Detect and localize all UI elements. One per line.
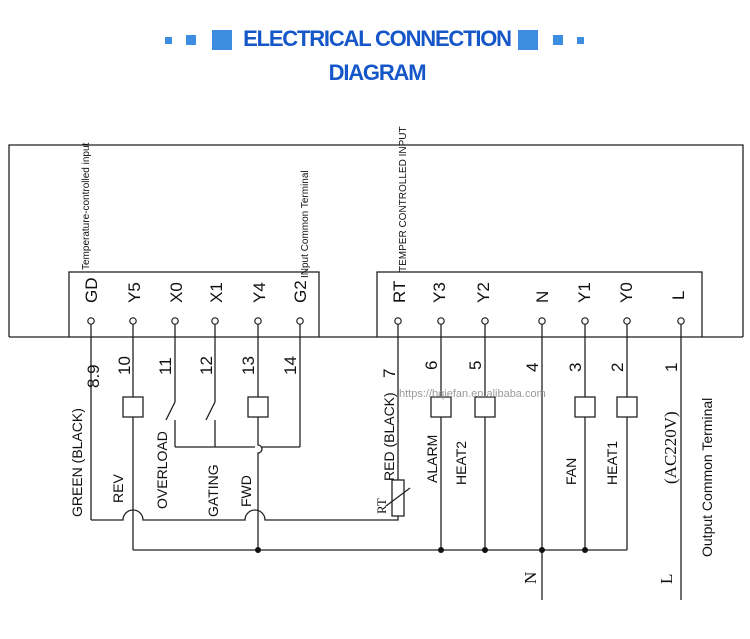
red-wire-label: RED (BLACK) xyxy=(381,392,397,481)
wire-number: 10 xyxy=(115,356,134,375)
terminal-screw xyxy=(623,317,631,325)
gating-label: GATING xyxy=(205,464,221,517)
terminal-y2: Y2 xyxy=(474,282,493,303)
junction-dot xyxy=(438,547,444,553)
rt-sensor-label: RT xyxy=(374,498,389,514)
terminal-rt: RT xyxy=(390,281,409,303)
green-wire-label: GREEN (BLACK) xyxy=(69,408,85,517)
junction-dot xyxy=(582,547,588,553)
terminal-screw xyxy=(581,317,589,325)
input-common-label: INput Common Terminal xyxy=(300,170,311,278)
fan-label: FAN xyxy=(563,458,579,485)
terminal-y0: Y0 xyxy=(617,282,636,303)
terminal-screw xyxy=(296,317,304,325)
heat1-coil xyxy=(616,396,638,418)
header-banner: ELECTRICAL CONNECTION DIAGRAM xyxy=(0,18,750,85)
n-line-label: N xyxy=(521,572,540,584)
wire-number: 6 xyxy=(422,361,441,370)
right-block-label: TEMPER CONTROLLED INPUT xyxy=(398,126,409,272)
left-terminal-block xyxy=(68,271,320,338)
output-common-label: Output Common Terminal xyxy=(699,398,715,557)
terminal-screw xyxy=(211,317,219,325)
decor-square xyxy=(165,37,172,44)
wire-number: 13 xyxy=(239,356,258,375)
rt-thermistor xyxy=(385,479,411,517)
alarm-label: ALARM xyxy=(424,435,440,483)
terminal-screw xyxy=(677,317,685,325)
junction-dot xyxy=(255,547,261,553)
wire-number: 2 xyxy=(608,363,627,372)
terminal-screw xyxy=(538,317,546,325)
junction-dot xyxy=(539,547,545,553)
decor-square xyxy=(212,30,232,50)
wire-number: 4 xyxy=(523,363,542,372)
terminal-x0: X0 xyxy=(167,282,186,303)
wire-number: 1 xyxy=(662,363,681,372)
fwd-coil xyxy=(247,396,269,418)
terminal-n: N xyxy=(533,291,552,303)
decor-square xyxy=(553,35,563,45)
rev-coil xyxy=(122,396,144,418)
terminal-gd: GD xyxy=(82,278,101,304)
watermark-text: https://bqiefan.en.alibaba.com xyxy=(399,388,546,400)
alarm-coil xyxy=(430,396,452,418)
terminal-g2: G2 xyxy=(291,280,310,303)
junction-dot xyxy=(482,547,488,553)
heat1-label: HEAT1 xyxy=(604,441,620,485)
heat2-coil xyxy=(474,396,496,418)
terminal-screw xyxy=(481,317,489,325)
decor-square xyxy=(186,35,196,45)
terminal-l: L xyxy=(669,291,688,300)
terminal-y4: Y4 xyxy=(250,282,269,303)
terminal-y3: Y3 xyxy=(430,282,449,303)
terminal-screw xyxy=(171,317,179,325)
terminal-y1: Y1 xyxy=(575,282,594,303)
page-title: ELECTRICAL CONNECTION DIAGRAM xyxy=(243,26,512,85)
wire-number: 12 xyxy=(197,356,216,375)
terminal-screw xyxy=(129,317,137,325)
left-block-label: Temperature-controlled input xyxy=(81,142,92,270)
terminal-y5: Y5 xyxy=(125,282,144,303)
ac-voltage-label: (AC220V) xyxy=(661,411,680,484)
terminal-screw xyxy=(437,317,445,325)
wire-number: 5 xyxy=(466,361,485,370)
l-line-label: L xyxy=(657,574,676,584)
controller-outline xyxy=(8,144,744,337)
wire-number: 7 xyxy=(380,369,399,378)
wire-number: 11 xyxy=(156,357,175,375)
wire-number: 8.9 xyxy=(84,364,103,388)
right-terminal-block xyxy=(376,271,703,338)
overload-label: OVERLOAD xyxy=(154,431,170,509)
wire-number: 14 xyxy=(281,356,300,375)
terminal-x1: X1 xyxy=(207,282,226,303)
rev-label: REV xyxy=(110,474,126,503)
terminal-screw xyxy=(394,317,402,325)
wire-number: 3 xyxy=(566,363,585,372)
fwd-label: FWD xyxy=(238,475,254,507)
fan-coil xyxy=(574,396,596,418)
decor-square xyxy=(518,30,538,50)
terminal-screw xyxy=(87,317,95,325)
heat2-label: HEAT2 xyxy=(453,441,469,485)
terminal-screw xyxy=(254,317,262,325)
decor-square xyxy=(577,37,584,44)
